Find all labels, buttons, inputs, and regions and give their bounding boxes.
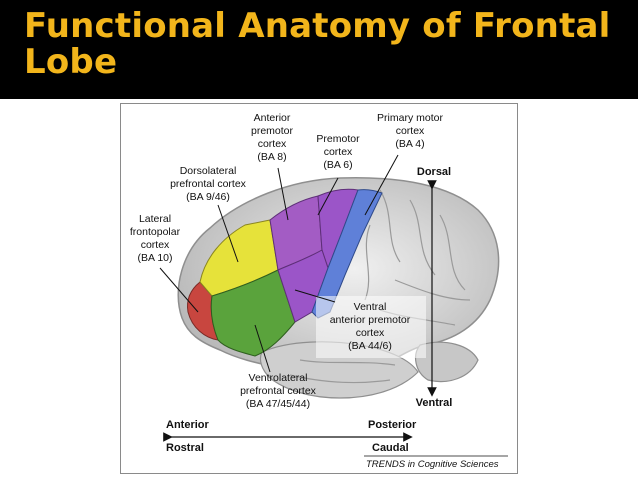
region-ventrolateral xyxy=(210,269,296,357)
svg-text:prefrontal cortex: prefrontal cortex xyxy=(240,385,317,397)
svg-text:(BA 4): (BA 4) xyxy=(395,138,424,150)
title-bar: Functional Anatomy of Frontal Lobe xyxy=(0,0,638,99)
svg-text:cortex: cortex xyxy=(141,239,170,251)
ventral-premotor-label-box xyxy=(316,296,426,358)
label-anterior-premotor: Anterior premotor cortex (BA 8) xyxy=(251,112,294,163)
label-anterior: Anterior xyxy=(166,419,210,431)
svg-text:prefrontal cortex: prefrontal cortex xyxy=(170,178,247,190)
label-rostral: Rostral xyxy=(166,442,204,454)
svg-text:(BA 47/45/44): (BA 47/45/44) xyxy=(246,398,310,410)
svg-text:cortex: cortex xyxy=(356,327,385,339)
source-credit: TRENDS in Cognitive Sciences xyxy=(366,459,499,470)
label-frontopolar: Lateral frontopolar cortex (BA 10) xyxy=(130,213,181,264)
svg-text:(BA 8): (BA 8) xyxy=(257,151,286,163)
slide-title: Functional Anatomy of Frontal Lobe xyxy=(24,6,611,82)
label-dorsolateral: Dorsolateral prefrontal cortex (BA 9/46) xyxy=(170,165,247,203)
svg-text:Lateral: Lateral xyxy=(139,213,171,225)
label-caudal: Caudal xyxy=(372,442,409,454)
svg-text:Primary motor: Primary motor xyxy=(377,112,443,124)
svg-text:cortex: cortex xyxy=(258,138,287,150)
svg-text:anterior premotor: anterior premotor xyxy=(330,314,411,326)
svg-text:frontopolar: frontopolar xyxy=(130,226,181,238)
svg-text:(BA 6): (BA 6) xyxy=(323,159,352,171)
leader-lines xyxy=(159,154,399,373)
label-ventral-anterior-premotor: Ventral anterior premotor cortex (BA 44/… xyxy=(330,301,411,352)
svg-text:Ventrolateral: Ventrolateral xyxy=(249,372,308,384)
svg-text:cortex: cortex xyxy=(396,125,425,137)
svg-text:Dorsolateral: Dorsolateral xyxy=(180,165,237,177)
svg-text:(BA 44/6): (BA 44/6) xyxy=(348,340,392,352)
svg-text:cortex: cortex xyxy=(324,146,353,158)
svg-text:(BA 10): (BA 10) xyxy=(137,252,172,264)
region-primary-motor xyxy=(311,189,383,319)
svg-text:Ventral: Ventral xyxy=(354,301,387,313)
svg-text:(BA 9/46): (BA 9/46) xyxy=(186,191,230,203)
svg-text:Anterior: Anterior xyxy=(254,112,291,124)
svg-text:Premotor: Premotor xyxy=(316,133,360,145)
label-primary-motor: Primary motor cortex (BA 4) xyxy=(377,112,443,150)
label-posterior: Posterior xyxy=(368,419,417,431)
svg-text:premotor: premotor xyxy=(251,125,294,137)
label-premotor: Premotor cortex (BA 6) xyxy=(316,133,360,171)
label-ventral: Ventral xyxy=(416,397,453,409)
label-ventrolateral: Ventrolateral prefrontal cortex (BA 47/4… xyxy=(240,372,317,410)
label-dorsal: Dorsal xyxy=(417,166,451,178)
